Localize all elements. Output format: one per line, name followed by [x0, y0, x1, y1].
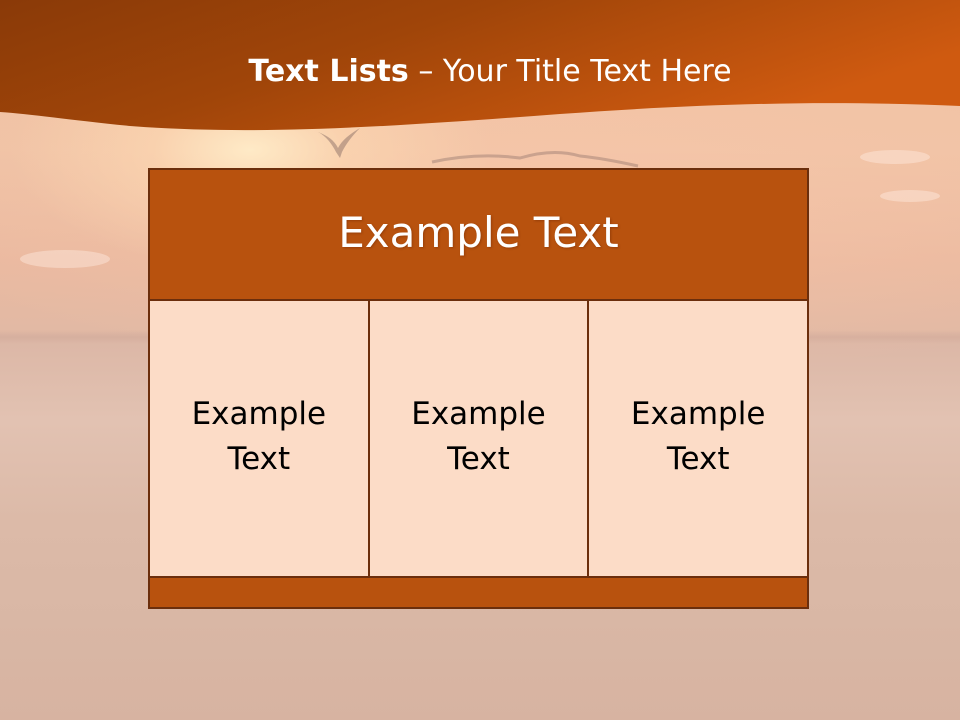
table-cell-line: Text	[447, 440, 510, 477]
table-cell-line: Example	[630, 395, 766, 432]
background-cloud	[860, 150, 930, 164]
table-cell: Example Text	[148, 299, 370, 578]
bird-silhouette-icon	[318, 128, 360, 158]
table-cell-line: Example	[411, 395, 546, 432]
table-cell-line: Text	[666, 440, 730, 477]
bird-silhouette-icon	[431, 150, 639, 168]
slide-title-rest: – Your Title Text Here	[408, 54, 732, 89]
table-cell-text: Example Text	[399, 392, 559, 482]
table-header-text: Example Text	[338, 208, 619, 257]
slide-title-bold: Text Lists	[248, 54, 409, 89]
background-cloud	[880, 190, 940, 202]
table-cell: Example Text	[587, 299, 810, 578]
table-body-row: Example Text Example Text Example Text	[148, 299, 810, 578]
table-cell-line: Example	[191, 395, 327, 432]
table-cell-text: Example Text	[618, 392, 778, 482]
table-cell: Example Text	[367, 299, 590, 578]
table-cell-line: Text	[227, 440, 291, 477]
background-cloud	[20, 250, 110, 268]
table-cell-text: Example Text	[179, 392, 339, 482]
table-header-cell: Example Text	[148, 168, 809, 301]
text-list-table: Example Text Example Text Example Text E…	[148, 168, 810, 609]
table-footer-band	[148, 576, 809, 609]
slide-title: Text Lists – Your Title Text Here	[0, 54, 960, 89]
header-wave-banner	[0, 0, 960, 131]
